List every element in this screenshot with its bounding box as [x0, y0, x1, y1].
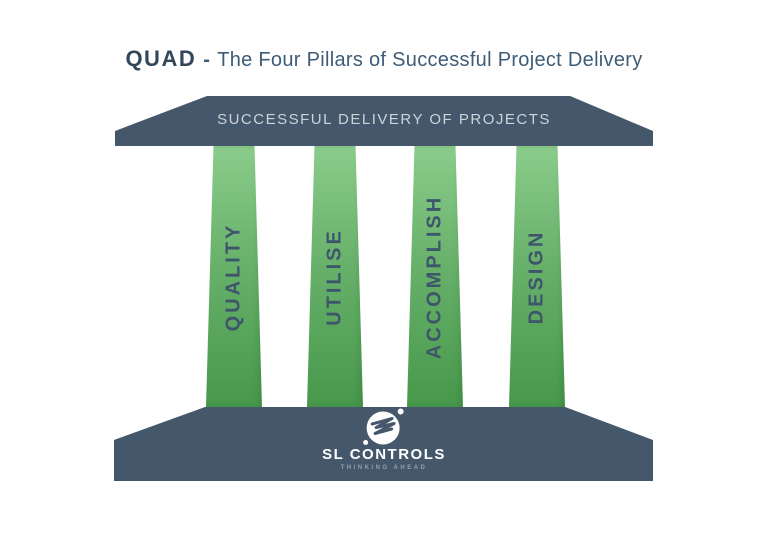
pillar-utilise-label: UTILISE	[323, 227, 346, 326]
pillar-utilise: UTILISE	[307, 146, 363, 407]
title-separator: -	[203, 49, 211, 71]
title-brand: QUAD	[125, 46, 197, 71]
sl-controls-logo-tagline: THINKING AHEAD	[340, 465, 428, 471]
sl-controls-s-spark-icon	[322, 405, 446, 447]
roof-beam: SUCCESSFUL DELIVERY OF PROJECTS	[115, 96, 653, 146]
pillar-accomplish: ACCOMPLISH	[407, 146, 463, 407]
pillar-quality-label: QUALITY	[222, 222, 245, 331]
pillar-accomplish-label: ACCOMPLISH	[423, 194, 446, 359]
pillar-design: DESIGN	[509, 146, 565, 407]
title-text: The Four Pillars of Successful Project D…	[217, 49, 643, 71]
pillar-design-label: DESIGN	[525, 229, 548, 324]
pillar-quality: QUALITY	[206, 146, 262, 407]
sl-controls-logo-name: SL CONTROLS	[322, 446, 446, 463]
page-title: QUAD-The Four Pillars of Successful Proj…	[0, 47, 768, 72]
roof-beam-label: SUCCESSFUL DELIVERY OF PROJECTS	[217, 111, 551, 128]
sl-controls-logo: SL CONTROLS THINKING AHEAD	[322, 405, 446, 472]
